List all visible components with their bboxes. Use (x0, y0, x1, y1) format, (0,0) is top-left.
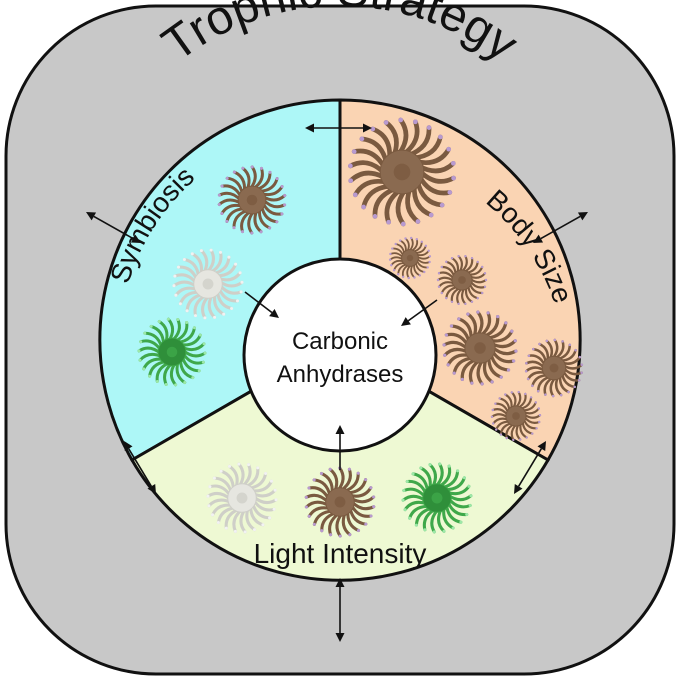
coral-polyp-icon (348, 117, 456, 227)
coral-icons-layer (137, 117, 584, 538)
coral-polyp-icon (217, 165, 287, 235)
center-circle (242, 257, 438, 453)
double-arrow-icon (86, 212, 141, 243)
arrow-to-center-icon (335, 425, 345, 470)
arrow-to-center-icon (401, 299, 438, 326)
double-arrow-icon (533, 212, 588, 243)
coral-polyp-icon (490, 390, 542, 442)
coral-polyp-icon (388, 236, 432, 280)
center-label-line2: Anhydrases (277, 361, 404, 388)
coral-polyp-icon (442, 310, 518, 386)
coral-polyp-icon (304, 466, 376, 538)
double-arrow-icon (124, 441, 156, 494)
coral-polyp-icon (137, 317, 207, 387)
double-arrow-icon (514, 441, 546, 494)
segment-label-light-intensity: Light Intensity (254, 538, 427, 569)
center-label-line1: Carbonic (292, 328, 388, 355)
coral-polyp-icon (172, 248, 244, 320)
arrow-to-center-icon (244, 291, 279, 318)
double-arrow-icon (335, 578, 345, 642)
arrows-layer (86, 123, 588, 642)
coral-polyp-icon (524, 338, 584, 398)
double-arrow-icon (305, 123, 372, 133)
coral-polyp-icon (206, 462, 278, 534)
coral-polyp-icon (436, 255, 488, 305)
coral-polyp-icon (401, 462, 473, 534)
